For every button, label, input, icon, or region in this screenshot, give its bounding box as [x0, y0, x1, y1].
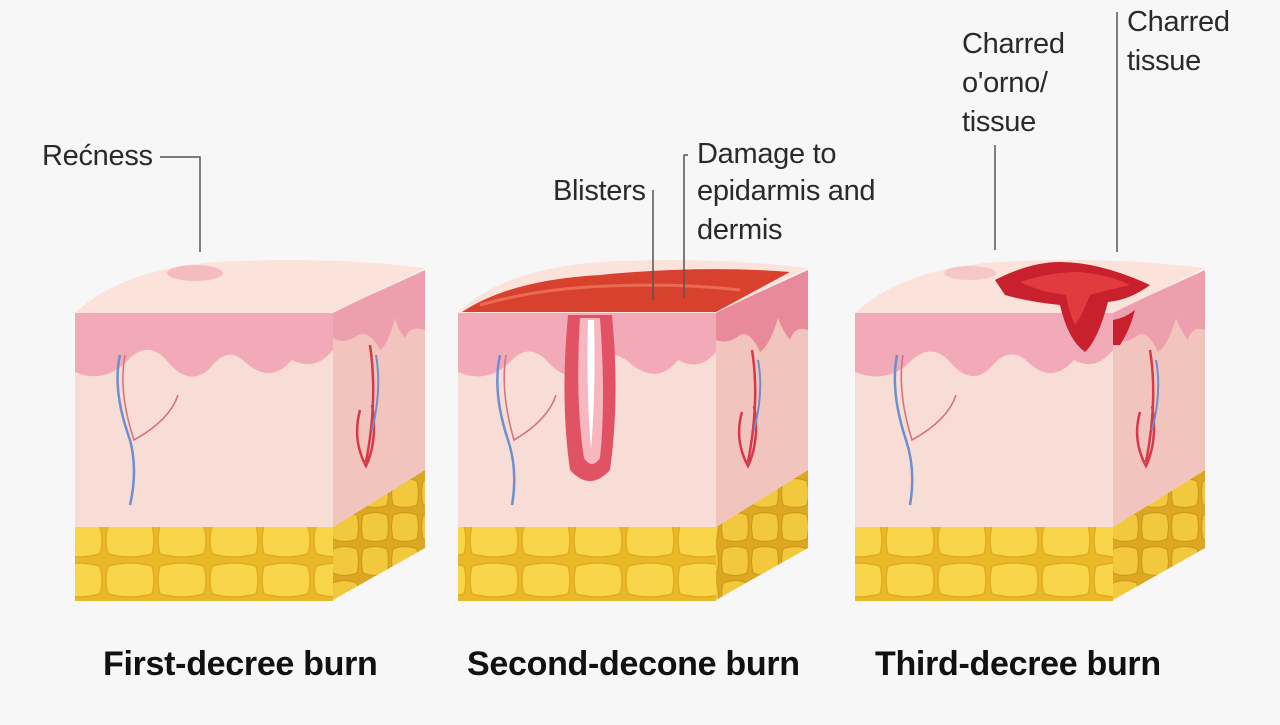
dermis-side [1113, 275, 1205, 527]
label-charred-2-line1: Charred [1127, 6, 1230, 38]
leader-damage [683, 154, 688, 298]
side-vessel-blue [371, 354, 380, 431]
first-degree-skin-block [75, 260, 425, 601]
blister-highlight [479, 283, 741, 307]
side-vessel-blue [1151, 359, 1160, 431]
label-damage-line3: dermis [697, 214, 783, 246]
epidermis-side [716, 270, 808, 352]
epidermis-layer [855, 313, 1113, 377]
fat-layer [458, 527, 716, 601]
fat-layer [855, 527, 1113, 601]
leader-lines [160, 12, 1118, 300]
redness-spot [167, 265, 223, 281]
blood-vessel-blue [496, 354, 516, 506]
label-damage-line1: Damage to [697, 138, 837, 170]
label-charred-1-line3: tissue [962, 106, 1036, 138]
blood-vessel-blue [116, 354, 136, 506]
fat-layer [75, 527, 333, 601]
label-blisters: Blisters [553, 175, 646, 207]
fat-layer-side [716, 470, 808, 600]
charred-wound-core [1020, 272, 1130, 325]
fat-layer-side [333, 470, 425, 600]
skin-top-surface [75, 260, 425, 313]
blood-vessel-blue [893, 354, 914, 506]
blood-vessel-red [503, 354, 557, 442]
dermis-side [333, 275, 425, 527]
dermis-side [716, 275, 808, 527]
label-redness: Rećness [42, 140, 153, 172]
blood-vessel-red [900, 354, 957, 442]
surface-highlight [944, 266, 996, 280]
third-degree-skin-block [855, 260, 1205, 601]
caption-second-degree: Second-decone burn [467, 645, 800, 683]
epidermis-layer [75, 313, 333, 377]
caption-third-degree: Third-decree burn [875, 645, 1161, 683]
caption-first-degree: First-decree burn [103, 645, 378, 683]
epidermis-side [1113, 270, 1205, 352]
second-degree-skin-block [458, 260, 808, 601]
side-vessel-blue [753, 359, 762, 431]
label-charred-1-line2: o'orno/ [962, 67, 1048, 99]
label-charred-1-line1: Charred [962, 28, 1065, 60]
epidermis-side [333, 270, 425, 350]
label-damage-line2: epidarmis and [697, 175, 876, 207]
label-charred-2-line2: tissue [1127, 45, 1201, 77]
wound-side-damage [1113, 310, 1135, 345]
blister-area [462, 269, 790, 312]
follicle-core [587, 320, 595, 450]
blood-vessel-red [122, 354, 179, 442]
leader-redness [160, 156, 201, 252]
fat-layer-side [1113, 470, 1205, 600]
